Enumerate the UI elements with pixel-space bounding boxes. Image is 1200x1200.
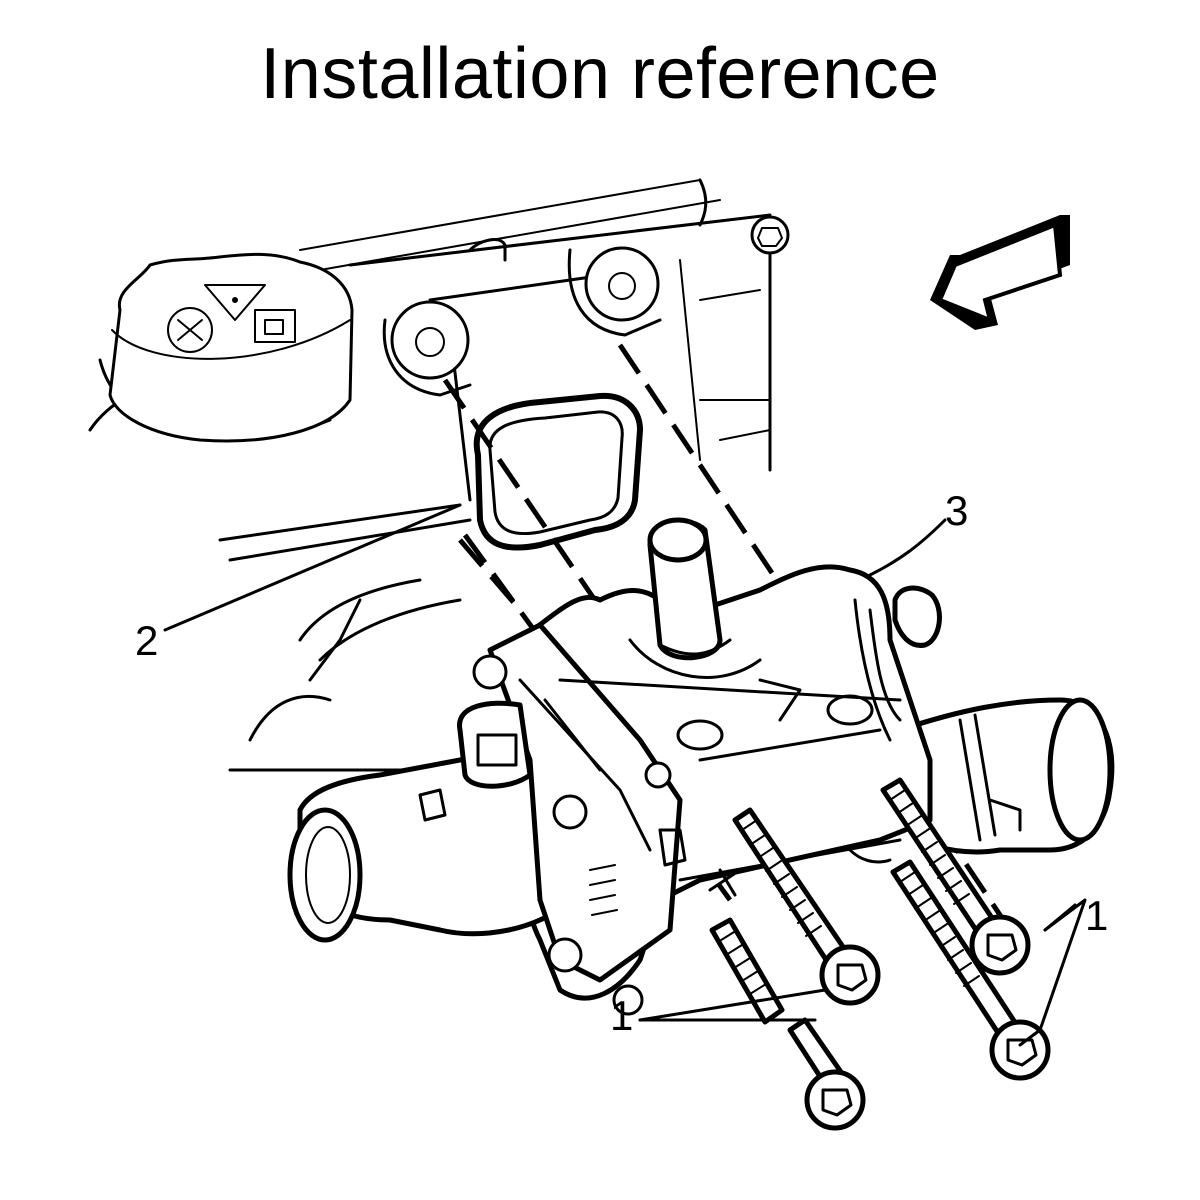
thermostat-housing xyxy=(287,517,1115,1016)
callout-housing: 3 xyxy=(945,487,968,534)
callout-gasket: 2 xyxy=(135,617,158,664)
bolt xyxy=(880,777,1031,976)
warning-triangle-icon xyxy=(204,284,266,321)
gasket xyxy=(473,392,643,551)
page-title: Installation reference xyxy=(260,34,940,114)
bolt xyxy=(709,917,866,1131)
direction-arrow-icon xyxy=(930,215,1070,330)
leader-lines xyxy=(163,503,1087,1047)
callout-bolts-lower: 1 xyxy=(610,992,633,1039)
bolt xyxy=(732,807,881,1006)
reservoir-cap xyxy=(88,252,354,443)
engine-background xyxy=(218,178,790,772)
callout-bolts-upper: 1 xyxy=(1085,892,1108,939)
